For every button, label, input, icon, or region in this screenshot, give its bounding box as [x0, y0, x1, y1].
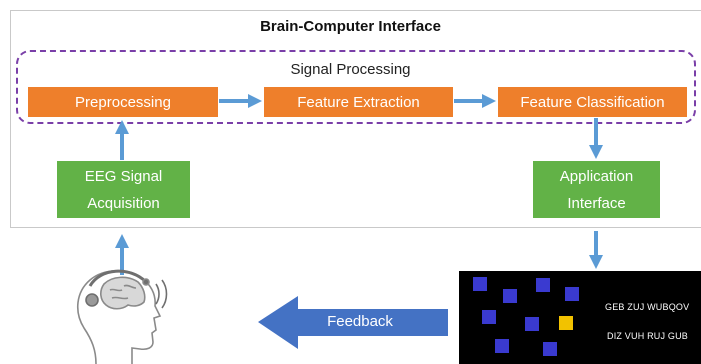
arrow-fe-to-fc	[454, 94, 496, 108]
arrow-head-to-eeg	[115, 234, 129, 275]
signal-processing-group	[16, 50, 696, 124]
arrow-fc-to-app	[589, 118, 603, 159]
target-square	[536, 278, 550, 292]
task-letters-row1: GEB ZUJ WUBQOV	[605, 302, 690, 312]
signal-processing-label: Signal Processing	[290, 61, 411, 78]
application-interface-box: Application Interface	[533, 161, 660, 218]
feedback-arrow	[258, 296, 448, 349]
feature-classification-box: Feature Classification	[498, 87, 687, 117]
target-square	[525, 317, 539, 331]
app-box-line2: Interface	[567, 194, 626, 212]
preprocessing-box: Preprocessing	[28, 87, 218, 117]
target-square	[565, 287, 579, 301]
target-square	[473, 277, 487, 291]
app-box-line1: Application	[559, 167, 634, 185]
bci-task-screen: GEB ZUJ WUBQOV DIZ VUH RUJ GUB	[459, 271, 701, 364]
target-square	[543, 342, 557, 356]
feature-extraction-box: Feature Extraction	[264, 87, 453, 117]
arrow-eeg-to-pre	[115, 120, 129, 160]
target-square	[503, 289, 517, 303]
arrow-app-to-screen	[589, 231, 603, 269]
target-square	[482, 310, 496, 324]
task-letters-row2: DIZ VUH RUJ GUB	[607, 331, 689, 341]
head-with-eeg-headset-icon	[77, 269, 168, 364]
eeg-box-line1: EEG Signal	[84, 167, 163, 185]
feedback-label: Feedback	[327, 313, 393, 330]
bci-title: Brain-Computer Interface	[260, 18, 441, 35]
eeg-signal-acquisition-box: EEG Signal Acquisition	[57, 161, 190, 218]
eeg-box-line2: Acquisition	[87, 194, 160, 212]
highlight-square	[559, 316, 573, 330]
target-square	[495, 339, 509, 353]
arrow-pre-to-fe	[219, 94, 262, 108]
